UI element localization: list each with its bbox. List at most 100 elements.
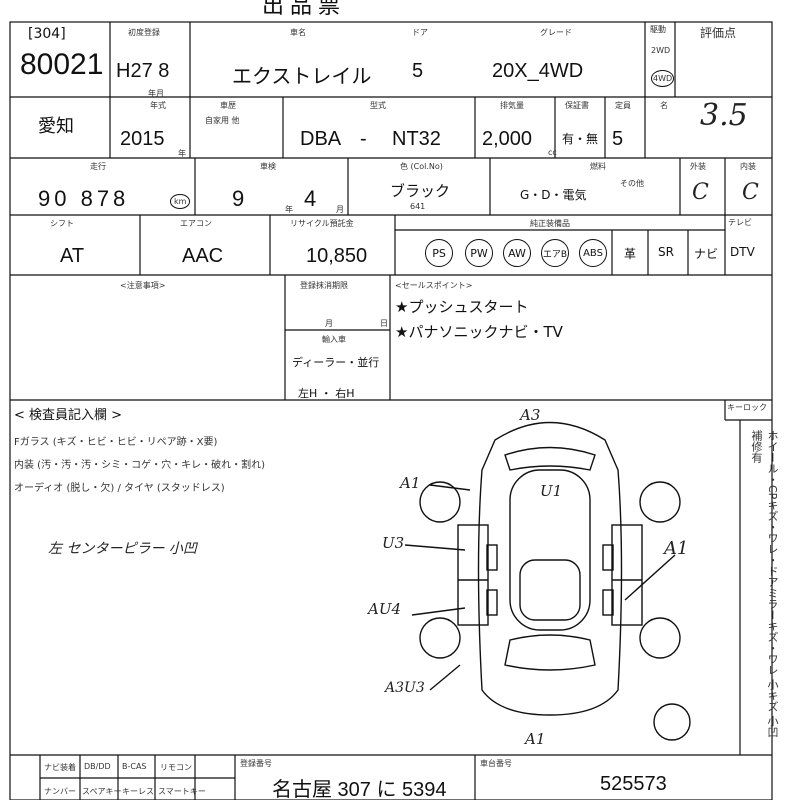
plate-number: 名古屋 307 に 5394 (272, 779, 447, 801)
drive-2wd: 2WD (651, 46, 671, 55)
equip-pw: PW (465, 239, 493, 267)
handle: 左H ・ 右H (298, 387, 355, 400)
exterior-label: 外装 (690, 162, 706, 171)
mark-a3: A3 (520, 406, 541, 424)
mark-a1-left: A1 (400, 474, 421, 492)
vehicle-label: 車歴 (220, 101, 236, 110)
door-label: ドア (412, 28, 428, 37)
grade: 20X_4WD (492, 60, 584, 82)
equip-airbag: エアB (541, 239, 569, 267)
bottom-navi-label: ナビ装着 (44, 763, 76, 772)
vehicle-sub: 自家用 他 (205, 116, 240, 125)
cc-label: 排気量 (500, 101, 524, 110)
bottom-bcas-label: B-CAS (122, 762, 147, 771)
displacement: 2,000 (482, 128, 533, 150)
bottom-remote-label: リモコン (160, 763, 192, 772)
mark-a1-bottom: A1 (525, 730, 546, 748)
chassis-number: 525573 (600, 773, 667, 795)
mark-a1-right: A1 (664, 538, 689, 559)
score-label: 評価点 (700, 26, 737, 40)
type-label: 型式 (370, 101, 386, 110)
sales-label: <セールスポイント> (395, 281, 473, 290)
fuel-label: 燃料 (590, 162, 606, 171)
cc-unit: cc (548, 148, 557, 157)
grade-label: グレード (540, 28, 572, 37)
lot-box-number: 304 (33, 26, 61, 42)
color-no: 641 (410, 202, 426, 211)
doors: 5 (412, 60, 424, 82)
seats-unit: 名 (660, 101, 668, 110)
inspector-line-3: オーディオ (脱し・欠) / タイヤ (スタッドレス) (14, 483, 225, 494)
region: 愛知 (38, 116, 74, 136)
bottom-dbdd-label: DB/DD (84, 762, 111, 771)
equip-label: 純正装備品 (530, 219, 570, 228)
inspector-line-1: Fガラス (キズ・ヒビ・ヒビ・リペア跡・X要) (14, 437, 218, 448)
shift: AT (60, 245, 85, 267)
year-unit: 年月 (148, 89, 164, 98)
color-label: 色 (Col.No) (400, 162, 443, 171)
equip-abs: ABS (579, 239, 607, 267)
notes-label: <注意事項> (120, 281, 166, 290)
type-code: NT32 (392, 128, 441, 150)
plate-label: 登録番号 (240, 759, 272, 768)
bottom-number-label: ナンバー (44, 787, 76, 796)
mileage: 90 878 (38, 186, 130, 211)
recycle-label: リサイクル預託金 (290, 219, 354, 228)
seats-label: 定員 (615, 101, 631, 110)
insp-month: 4 (304, 186, 317, 211)
shift-label: シフト (50, 219, 74, 228)
model-year-unit: 年 (178, 149, 186, 158)
mark-u1: U1 (540, 482, 563, 500)
insp-year-unit: 年 (285, 205, 293, 214)
bottom-spare-label: スペアキー (82, 787, 122, 796)
fuel: G・D・電気 (520, 188, 587, 202)
car-name: エクストレイル (232, 66, 372, 88)
dealer: ディーラー・並行 (292, 356, 380, 369)
lot-box: [304] (28, 26, 66, 42)
lot-number: 80021 (20, 48, 104, 81)
form-title: 出品票 (262, 0, 347, 18)
equip-sr: SR (658, 245, 674, 259)
equip-navi: ナビ (694, 247, 719, 261)
warranty-label: 保証書 (565, 101, 589, 110)
sales-point-1: ★プッシュスタート (395, 298, 529, 316)
drive-label: 駆動 (650, 25, 666, 34)
equip-aw: AW (503, 239, 531, 267)
type-dash: - (360, 128, 367, 150)
first-reg: H27 8 (116, 60, 170, 82)
handwritten-note: 左 センターピラー 小凹 (48, 541, 197, 557)
interior-grade: C (742, 180, 759, 205)
tv-label: テレビ (728, 218, 752, 227)
bottom-keyless-label: キーレス (122, 787, 154, 796)
insp-month-unit: 月 (336, 205, 344, 214)
warranty: 有・無 (562, 132, 599, 146)
interior-label: 内装 (740, 162, 756, 171)
equip-leather: 革 (624, 247, 637, 261)
import-label: 輸入車 (322, 335, 346, 344)
year-label: 初度登録 (128, 28, 160, 37)
mark-a3u3: A3U3 (385, 680, 425, 696)
side-text: ホイール・CPキズ・ワレ・ドアミラーキズ・ワレ 小キズ 小凹 補修有 (750, 430, 779, 738)
color: ブラック (390, 182, 451, 200)
chassis-label: 車台番号 (480, 759, 512, 768)
drive-4wd: 4WD (651, 70, 675, 87)
bottom-smartkey-label: スマートキー (158, 787, 206, 796)
inspector-line-2: 内装 (汚・汚・汚・シミ・コゲ・穴・キレ・破れ・割れ) (14, 460, 265, 471)
score: 3.5 (700, 98, 748, 133)
deadline-label: 登録抹消期限 (300, 281, 348, 290)
recycle-fee: 10,850 (306, 245, 368, 267)
mark-au4: AU4 (368, 600, 402, 618)
inspection-label: 車検 (260, 162, 276, 171)
fuel-other: その他 (620, 179, 644, 188)
name-label: 車名 (290, 28, 306, 37)
equip-ps: PS (425, 239, 453, 267)
aircon: AAC (182, 245, 224, 267)
type-prefix: DBA (300, 128, 342, 150)
deadline-month: 月 (325, 319, 333, 328)
model-year: 2015 (120, 128, 165, 150)
ac-label: エアコン (180, 219, 212, 228)
deadline-day: 日 (380, 319, 388, 328)
insp-year: 9 (232, 186, 245, 211)
mileage-unit: km (170, 194, 191, 209)
